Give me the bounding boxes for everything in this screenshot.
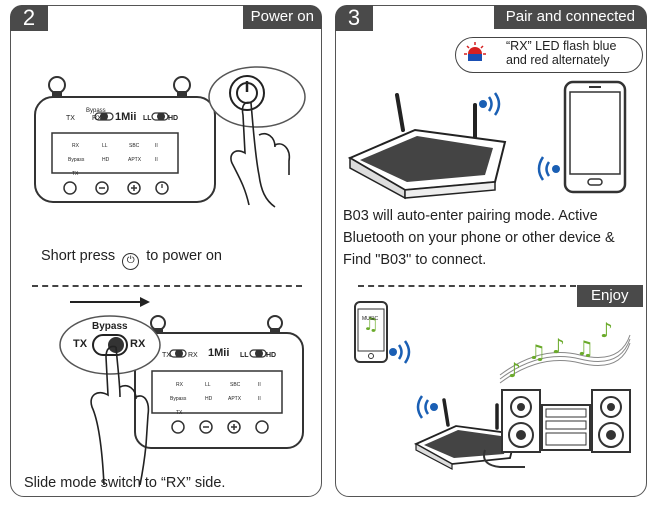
device2-led-tx: TX [176, 410, 183, 416]
step-2-number: 2 [10, 5, 48, 31]
device-illustration-bottom [134, 315, 304, 449]
svg-text:♫: ♫ [576, 336, 594, 360]
slide-direction-arrow [70, 297, 150, 307]
power-text-after: to power on [146, 248, 222, 264]
device2-hd-label: HD [266, 352, 277, 359]
music-phone: ♫ [354, 301, 388, 363]
svg-text:♫: ♫ [363, 314, 379, 335]
transmitter-device [347, 93, 507, 200]
led-note-line2: and red alternately [506, 53, 610, 67]
bluetooth-wave-phone-icon [537, 156, 560, 181]
device-hd-label: HD [168, 115, 179, 122]
step-3-header: Pair and connected [493, 5, 647, 29]
device-led-aptx: APTX [128, 157, 142, 163]
pair-text-line1: B03 will auto-enter pairing mode. Active [343, 208, 598, 224]
music-notes: ♪ ♫ ♪ ♫ ♪ [499, 318, 631, 384]
smartphone [563, 80, 627, 194]
device2-led-ll: LL [205, 382, 211, 388]
device2-led-aptx: APTX [228, 396, 242, 402]
device2-switch-left-label: TX [162, 352, 171, 359]
power-on-instruction: Short press ⏻ to power on [41, 248, 222, 270]
device-led-bypass: Bypass [68, 157, 85, 163]
svg-text:♫: ♫ [528, 340, 546, 364]
device2-led-ii-1: II [258, 382, 261, 388]
device2-led-hd: HD [205, 396, 213, 402]
device2-led-sbc: SBC [230, 382, 241, 388]
device-illustration-top [34, 76, 216, 203]
mode-switch-zoom [59, 315, 161, 486]
svg-text:♪: ♪ [552, 334, 565, 358]
device-brand: 1Mii [115, 111, 137, 123]
bluetooth-wave-device-icon [479, 92, 501, 116]
device-led-ii-2: II [155, 157, 158, 163]
device-led-rx: RX [72, 143, 79, 149]
led-red-blue-icon [464, 42, 486, 61]
bluetooth-wave-music-phone-icon [389, 340, 411, 364]
bluetooth-wave-transmitter-icon [416, 395, 438, 419]
slide-instruction: Slide mode switch to “RX” side. [24, 475, 226, 491]
led-note-line1: “RX” LED flash blue [506, 39, 617, 53]
switch-zoom-bypass-label: Bypass [92, 321, 128, 332]
music-app-label: MUSIC [362, 316, 379, 322]
step-3-divider [358, 285, 576, 287]
led-note-bubble [455, 37, 643, 73]
step-3-number: 3 [335, 5, 373, 31]
pair-text-line2: Bluetooth on your phone or other device … [343, 230, 615, 246]
stereo-system [483, 389, 631, 468]
device-ll-label: LL [143, 115, 152, 122]
pair-text-line3: Find "B03" to connect. [343, 252, 487, 268]
switch-zoom-tx-label: TX [73, 338, 88, 350]
device-led-ll: LL [102, 143, 108, 149]
device2-led-bypass: Bypass [170, 396, 187, 402]
svg-text:♪: ♪ [600, 318, 613, 342]
power-icon: ⏻ [122, 253, 140, 270]
switch-zoom-rx-label: RX [130, 338, 146, 350]
device-switch-top-label: Bypass [86, 108, 106, 114]
device-switch-left-label: TX [66, 115, 75, 122]
power-text-before: Short press [41, 248, 116, 264]
device-switch-right-label: RX [92, 115, 102, 122]
device2-led-ii-2: II [258, 396, 261, 402]
device-led-tx: TX [72, 171, 79, 177]
device-led-hd: HD [102, 157, 110, 163]
device2-switch-right-label: RX [188, 352, 198, 359]
step-2-divider [32, 285, 302, 287]
svg-text:♪: ♪ [508, 358, 521, 382]
device-led-sbc: SBC [129, 143, 140, 149]
enjoy-label: Enjoy [577, 285, 643, 307]
device2-led-rx: RX [176, 382, 183, 388]
step-2-header: Power on [242, 5, 322, 29]
power-button-zoom [208, 66, 306, 208]
device-led-ii-1: II [155, 143, 158, 149]
device2-brand: 1Mii [208, 347, 230, 359]
device2-ll-label: LL [240, 352, 249, 359]
